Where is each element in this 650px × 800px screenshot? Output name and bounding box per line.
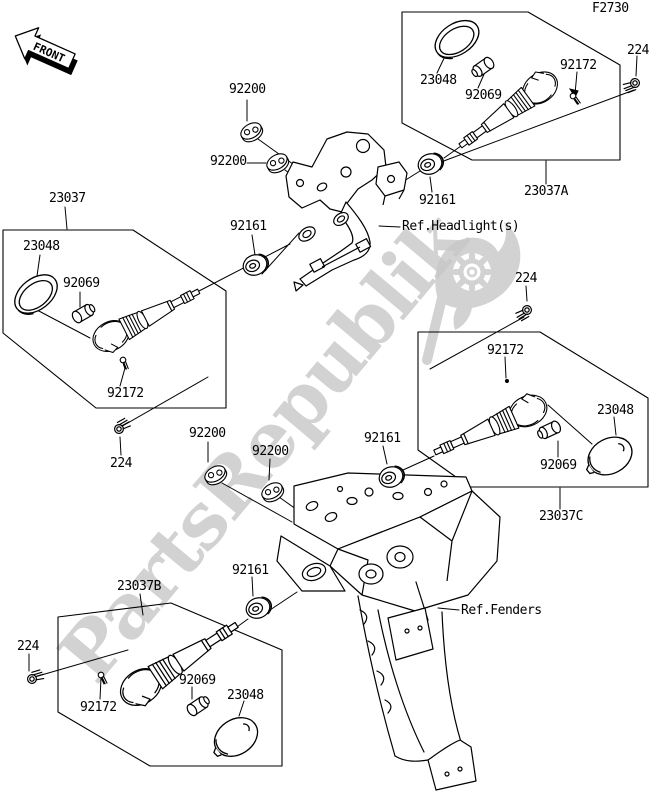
lens-23048-rear-left (203, 709, 266, 768)
bolt-224-front-left (112, 415, 133, 438)
assembly-group-boxes (2, 11, 649, 767)
box-23037B (57, 602, 283, 767)
callout-23037B: 23037B (117, 579, 161, 594)
signal-mount-tab (375, 161, 408, 206)
bulb-92069-rear-left (184, 693, 213, 718)
callout-92161-fender-upper: 92161 (364, 431, 401, 446)
gear-icon (453, 253, 491, 291)
screw-point (505, 379, 509, 383)
bolt-224-front-right (620, 73, 642, 96)
license-plate-mount (387, 607, 434, 661)
ref-fenders-label: Ref.Fenders (461, 603, 542, 618)
front-arrow: FRONT (14, 27, 78, 76)
screw-92172-front-right (567, 91, 584, 106)
callout-92172-front-left: 92172 (107, 386, 144, 401)
rear-fender-tail (357, 581, 477, 791)
callout-92200-fender-right: 92200 (252, 444, 289, 459)
callout-92069-front-left: 92069 (63, 276, 100, 291)
callout-92069-front-right: 92069 (465, 88, 502, 103)
flagpole-shape (422, 289, 448, 365)
callout-92200-headlight-upper: 92200 (229, 82, 266, 97)
turn-signal-23037A (450, 63, 565, 158)
box-23037C (417, 331, 649, 488)
fender-foot (427, 739, 477, 791)
lens-23048-front-left (6, 266, 66, 322)
callout-224-rear-right: 224 (515, 271, 537, 286)
callout-224-rear-left: 224 (17, 639, 39, 654)
figure-code: F2730 (592, 1, 629, 16)
screw-92172-rear-left (94, 670, 111, 686)
damper-92161-rear-left (242, 593, 275, 623)
bolt-224-rear-right (513, 301, 534, 324)
callout-23037C: 23037C (539, 509, 583, 524)
ref-headlight-label: Ref.Headlight(s) (402, 219, 520, 234)
damper-92161-front-left (239, 250, 272, 280)
damper-92161-front-right (414, 149, 447, 179)
callout-92200-fender-left: 92200 (189, 426, 226, 441)
callout-92172-rear-left: 92172 (80, 700, 117, 715)
rear-fender-bracket (276, 472, 501, 612)
callout-92161-front-right: 92161 (419, 193, 456, 208)
callout-92200-headlight-lower: 92200 (210, 154, 247, 169)
callout-23037: 23037 (49, 191, 86, 206)
headlight-bracket (285, 131, 408, 292)
watermark-flag-gear (422, 222, 521, 365)
callout-23037A: 23037A (524, 184, 568, 199)
bulb-92069-front-left (69, 301, 98, 325)
callout-92172-front-right: 92172 (560, 58, 597, 73)
callout-23048-front-left: 23048 (23, 239, 60, 254)
lens-23048-rear-right (577, 429, 640, 485)
callout-23048-rear-right: 23048 (597, 403, 634, 418)
callout-92161-rear-left: 92161 (232, 563, 269, 578)
lens-23048-front-right (427, 12, 487, 66)
turn-signal-23037C (427, 387, 553, 467)
screw-92172-front-left (116, 355, 133, 371)
callout-23048-rear-left: 23048 (227, 688, 264, 703)
callout-224-front-left: 224 (110, 456, 132, 471)
bulb-92069-front-right (468, 55, 497, 80)
box-23037A (401, 11, 621, 161)
callout-224-front-right: 224 (627, 43, 649, 58)
bulb-92069-rear-right (535, 419, 563, 442)
callout-92069-rear-left: 92069 (179, 673, 216, 688)
box-23037 (2, 229, 227, 409)
callout-92161-headlight: 92161 (230, 219, 267, 234)
callout-92069-rear-right: 92069 (540, 458, 577, 473)
grommet-92200-fender-left (201, 461, 231, 489)
fender-left-arm (276, 535, 346, 592)
grommet-92200-fender-right (258, 478, 288, 506)
callout-92172-rear-right: 92172 (487, 343, 524, 358)
callout-23048-front-right: 23048 (420, 73, 457, 88)
turn-signal-23037 (87, 278, 207, 359)
